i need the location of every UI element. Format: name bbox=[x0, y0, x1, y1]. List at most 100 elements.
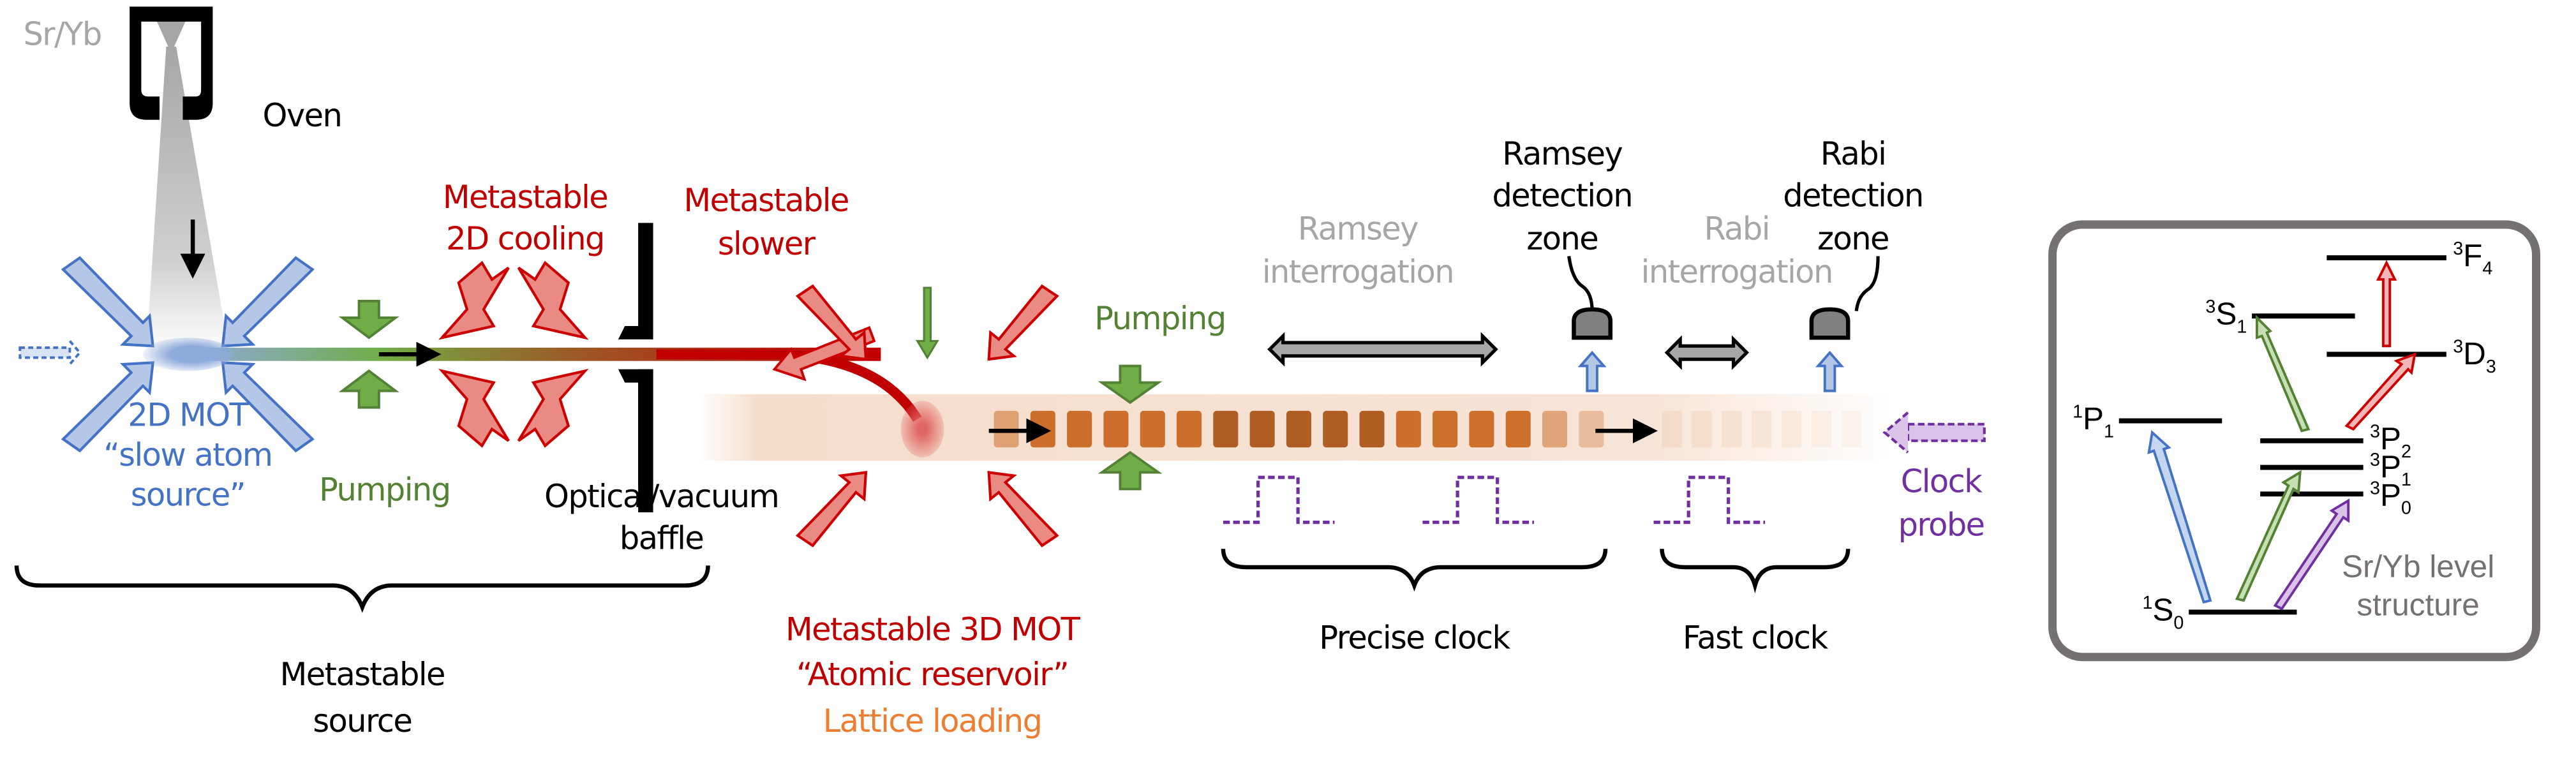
transition-3D3-3F4 bbox=[2376, 260, 2397, 348]
metastable-source-brace bbox=[14, 565, 710, 613]
mot3d-label-line2: “Atomic reservoir” bbox=[796, 656, 1068, 693]
lattice-site-faint bbox=[1782, 410, 1802, 448]
lattice-site bbox=[1213, 410, 1239, 448]
clock-probe-arrow bbox=[1882, 411, 1986, 454]
level-label-3F4: 3F4 bbox=[2453, 238, 2492, 279]
lattice-site bbox=[1249, 410, 1275, 448]
mot-beam-arrow-lower-right bbox=[221, 361, 315, 453]
lattice-site bbox=[1140, 410, 1165, 448]
rabi-fluorescence-arrow bbox=[1815, 350, 1845, 392]
metastable-source-label-line2: source bbox=[313, 702, 412, 739]
rabi-detection-line3: zone bbox=[1817, 220, 1889, 257]
level-label-1P1: 1P1 bbox=[2073, 401, 2114, 442]
mot3d-arrow-upper-right bbox=[987, 284, 1059, 361]
mot-beam-arrow-upper-right bbox=[221, 256, 315, 348]
lattice-site bbox=[1505, 410, 1531, 448]
cooling-arrow-upper-right bbox=[517, 260, 589, 340]
fast-clock-brace bbox=[1660, 549, 1850, 594]
rabi-detection-line1: Rabi bbox=[1820, 135, 1886, 172]
mot3d-cloud bbox=[900, 401, 944, 457]
rabi-interrogation-span-arrow bbox=[1664, 335, 1750, 370]
precise-clock-label: Precise clock bbox=[1319, 620, 1510, 657]
cooling-arrow-lower-right bbox=[517, 368, 589, 448]
lattice-site-faint bbox=[1692, 410, 1712, 448]
mot2d-beams bbox=[61, 256, 315, 453]
mot3d-pump-arrow bbox=[915, 286, 939, 360]
lattice-site-faint bbox=[1841, 410, 1862, 448]
rabi-interrogation-line1: Rabi bbox=[1704, 210, 1769, 247]
mot3d-arrow-lower-right bbox=[987, 470, 1059, 547]
clock-probe-label-line2: probe bbox=[1898, 506, 1984, 543]
baffle-label-line2: baffle bbox=[620, 519, 703, 556]
slower-label-line1: Metastable bbox=[684, 182, 849, 219]
mot2d-label-line3: source” bbox=[131, 477, 245, 514]
lattice-site bbox=[1176, 410, 1202, 448]
rabi-photodetector-icon bbox=[1809, 256, 1880, 340]
transition-1S0-3P1 bbox=[2235, 470, 2302, 602]
mot2d-label-line2: “slow atom bbox=[103, 436, 272, 473]
species-label: Sr/Yb bbox=[23, 15, 101, 52]
lattice-loading-label: Lattice loading bbox=[823, 702, 1042, 739]
lattice-site bbox=[1286, 410, 1311, 448]
mot3d-arrow-lower-left bbox=[795, 470, 868, 547]
lattice-site bbox=[1579, 410, 1604, 448]
ramsey-interrogation-line2: interrogation bbox=[1262, 253, 1454, 290]
ramsey-fluorescence-arrow bbox=[1577, 350, 1607, 392]
mot-beam-arrow-upper-left bbox=[61, 256, 154, 348]
level-caption-line1: Sr/Yb level bbox=[2342, 549, 2494, 584]
precise-clock-brace bbox=[1221, 549, 1608, 592]
mot3d-beams bbox=[795, 284, 1059, 547]
lattice-site bbox=[1103, 410, 1129, 448]
pump-arrow-up bbox=[338, 369, 399, 409]
energy-levels bbox=[2118, 255, 2446, 615]
oven-nozzle bbox=[156, 20, 186, 54]
cooling2d-beams bbox=[438, 260, 589, 448]
ramsey-photodetector-icon bbox=[1567, 256, 1613, 340]
mot-beam-arrow-lower-left bbox=[61, 361, 154, 453]
fast-clock-label: Fast clock bbox=[1683, 620, 1828, 657]
baffle-label-line1: Optical/vacuum bbox=[544, 478, 778, 515]
cooling2d-label-line1: Metastable bbox=[443, 179, 607, 216]
lattice-site bbox=[1469, 410, 1494, 448]
ramsey-detection-line2: detection bbox=[1492, 177, 1632, 214]
transition-1S0-1P1 bbox=[2147, 429, 2212, 604]
lattice-pumping-label: Pumping bbox=[1094, 300, 1226, 337]
level-label-3P2: 3P2 bbox=[2370, 421, 2411, 462]
lattice-site-faint bbox=[1662, 410, 1682, 448]
level-label-3D3: 3D3 bbox=[2453, 336, 2496, 377]
transition-3P2-3D3 bbox=[2344, 352, 2416, 431]
rabi-detection-line2: detection bbox=[1783, 177, 1923, 214]
metastable-source-label-line1: Metastable bbox=[280, 656, 445, 693]
lattice-site bbox=[1433, 410, 1458, 448]
oven-label: Oven bbox=[263, 97, 342, 134]
lattice-site bbox=[1067, 410, 1092, 448]
pump-arrow-down bbox=[338, 299, 399, 339]
rabi-pulse bbox=[1653, 475, 1765, 524]
slower-label-line2: slower bbox=[718, 225, 816, 262]
lattice-site-faint bbox=[1752, 410, 1772, 448]
lattice-pumping-arrows bbox=[1098, 364, 1163, 491]
lattice-pump-arrow-down bbox=[1098, 364, 1163, 405]
source-pumping-arrows bbox=[338, 299, 399, 409]
clock-pulses bbox=[1223, 475, 1765, 524]
mot2d-cloud bbox=[142, 338, 233, 371]
cooling-arrow-upper-left bbox=[438, 260, 510, 340]
ramsey-pulse-1 bbox=[1223, 475, 1335, 524]
mot3d-arrow-upper-left bbox=[795, 284, 868, 361]
level-label-3P0: 3P0 bbox=[2370, 478, 2411, 519]
lattice-site bbox=[1323, 410, 1348, 448]
mot2d-label-line1: 2D MOT bbox=[128, 396, 249, 433]
level-label-3P1: 3P1 bbox=[2370, 449, 2411, 490]
ramsey-interrogation-span-arrow bbox=[1267, 332, 1498, 367]
lattice-site-faint bbox=[1722, 410, 1742, 448]
level-label-1S0: 1S0 bbox=[2142, 592, 2184, 633]
cooling2d-label-line2: 2D cooling bbox=[446, 220, 604, 257]
source-pumping-label: Pumping bbox=[319, 472, 450, 509]
oven-atom-beam bbox=[146, 46, 230, 353]
slower-deflection-curve bbox=[656, 349, 922, 422]
ramsey-detection-line3: zone bbox=[1526, 220, 1598, 257]
